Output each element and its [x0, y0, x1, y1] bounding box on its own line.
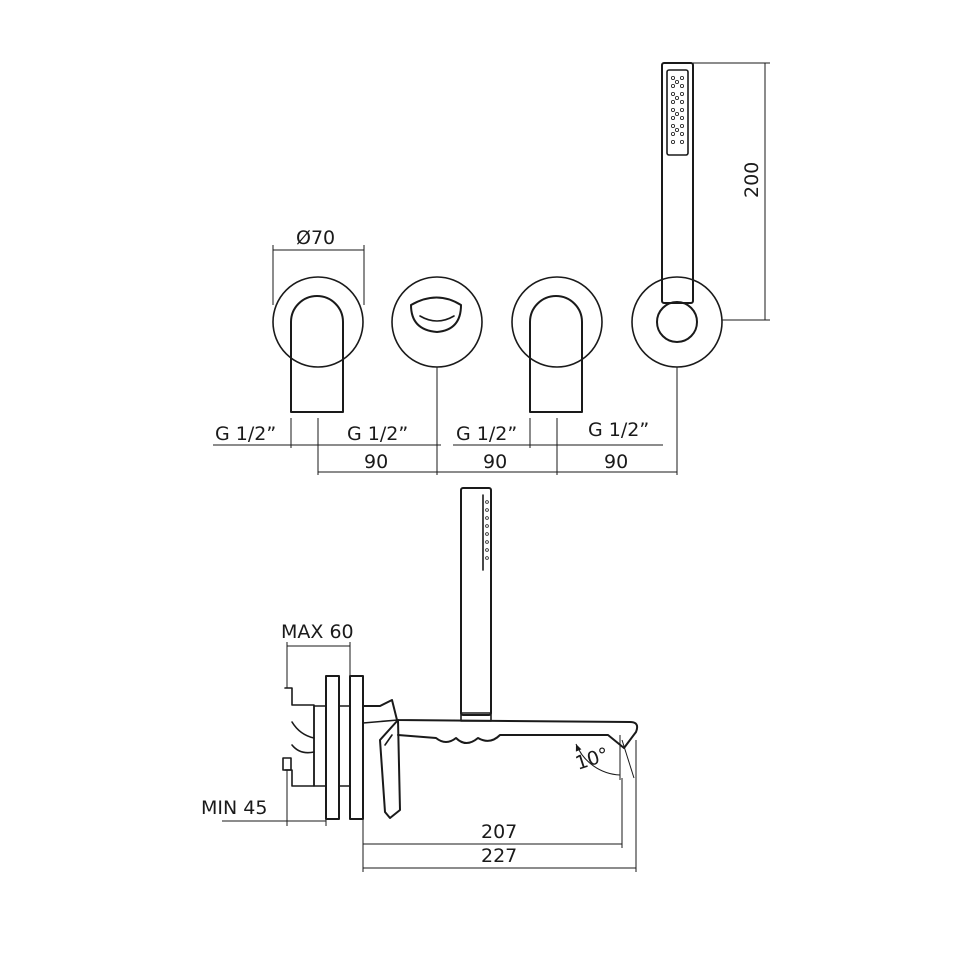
- height-dimension: 200: [693, 62, 770, 321]
- total-length-label: 227: [481, 845, 517, 867]
- thread-label-1: G 1/2”: [215, 423, 276, 445]
- spacing-label-2: 90: [483, 451, 507, 473]
- spout: [362, 699, 639, 819]
- side-view: 10° MAX 60 MIN 45 207 227: [201, 487, 639, 872]
- mixer-left: [272, 276, 364, 413]
- wall-plates: [313, 675, 364, 820]
- max-depth-dimension: MAX 60: [281, 621, 354, 688]
- hand-shower-side: [460, 487, 492, 716]
- length-dimensions: 207 227: [362, 740, 637, 872]
- thread-label-4: G 1/2”: [588, 419, 649, 441]
- angle-label: 10°: [573, 743, 612, 774]
- min-depth-label: MIN 45: [201, 797, 267, 819]
- min-depth-dimension: MIN 45: [201, 770, 327, 826]
- diameter-label: Ø70: [296, 227, 335, 249]
- spacing-dimensions: 90 90 90: [318, 451, 677, 473]
- hand-shower-holder: [631, 62, 723, 368]
- shower-nozzles: [671, 76, 685, 144]
- spacing-label-3: 90: [604, 451, 628, 473]
- front-view: Ø70: [213, 62, 770, 475]
- diameter-dimension: Ø70: [272, 227, 365, 305]
- spout-length-label: 207: [481, 821, 517, 843]
- thread-label-3: G 1/2”: [456, 423, 517, 445]
- mixer-right: [511, 276, 603, 413]
- in-wall-body: [282, 687, 315, 787]
- diverter: [391, 276, 483, 368]
- thread-dimensions: G 1/2” G 1/2” G 1/2” G 1/2”: [213, 367, 678, 475]
- angle-dimension: 10°: [573, 735, 635, 780]
- thread-label-2: G 1/2”: [347, 423, 408, 445]
- height-label: 200: [741, 162, 763, 198]
- spacing-label-1: 90: [364, 451, 388, 473]
- shower-side-nozzles: [485, 500, 489, 560]
- max-depth-label: MAX 60: [281, 621, 354, 643]
